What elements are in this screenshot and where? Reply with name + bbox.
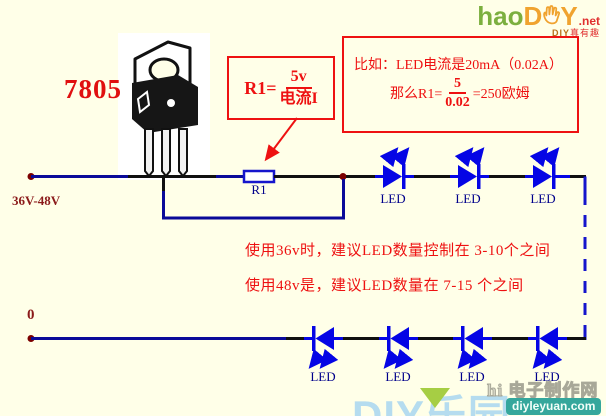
formula-denominator: 电流I [279,90,318,107]
watermark-triangle-icon [420,388,450,408]
bottom-led-4-symbol [528,326,567,369]
bottom-led-3-symbol [453,326,492,369]
watermark-domain-badge: diyleyuan.com [506,398,602,415]
formula-pointer-arrow [264,117,298,162]
r1-formula-box: R1= 5v 电流I [227,56,335,120]
example-box: 比如：LED电流是20mA（0.02A） 那么R1= 5 0.02 =250欧姆 [342,36,579,133]
example-line2-suffix: =250欧姆 [472,87,530,103]
logo-d-text: D [523,1,543,31]
watermark-overlay-text: hi 电子制作网 [486,381,599,401]
haodiy-logo: hao D Y .net DIY真有趣 [477,3,600,38]
formula-fraction: 5v 电流I [280,68,318,107]
bottom-rail-wire [27,335,586,342]
example-denominator: 0.02 [445,95,470,111]
top-led-1-symbol [375,147,414,189]
junction-dot [339,173,347,180]
bottom-led-4-label: LED [534,369,560,384]
resistor-label: R1 [251,182,267,197]
top-led-1-label: LED [380,191,406,206]
bottom-led-1-symbol [304,326,343,369]
resistor-r1-symbol [242,169,276,184]
logo-hao-text: hao [477,1,524,31]
7805-regulator-package [118,33,210,180]
example-line-2: 那么R1= 5 0.02 =250欧姆 [390,76,577,111]
bottom-led-2-symbol [379,326,418,369]
top-led-3-symbol [525,147,570,189]
bottom-led-2-label: LED [385,369,411,384]
logo-y-text: Y [560,1,578,31]
regulator-ground-loop-wire [162,178,345,220]
top-led-2-label: LED [455,191,481,206]
example-line-1: 比如：LED电流是20mA（0.02A） [354,58,563,73]
formula-lhs: R1= [244,77,277,98]
logo-net-text: .net [578,14,600,28]
regulator-label: 7805 [64,74,122,104]
logo-tagline: DIY真有趣 [477,29,600,38]
top-led-2-symbol [450,147,489,189]
logo-tagline-rest: 真有趣 [569,28,600,38]
formula-numerator: 5v [285,68,312,89]
top-rail-wire [27,169,375,184]
positive-terminal-label: 36V-48V [12,193,61,208]
bottom-led-1-label: LED [310,369,336,384]
logo-tagline-diy: DIY [551,28,570,38]
bottom-led-3-label: LED [459,369,485,384]
example-line2-prefix: 那么R1= [390,87,443,103]
example-fraction: 5 0.02 [445,76,470,111]
negative-terminal-label: 0 [27,307,35,323]
usage-note-48v: 使用48v是，建议LED数量在 7-15 个之间 [245,278,524,294]
hand-icon [543,5,561,25]
usage-note-36v: 使用36v时，建议LED数量控制在 3-10个之间 [245,243,551,259]
example-numerator: 5 [448,76,466,95]
top-led-3-label: LED [530,191,556,206]
